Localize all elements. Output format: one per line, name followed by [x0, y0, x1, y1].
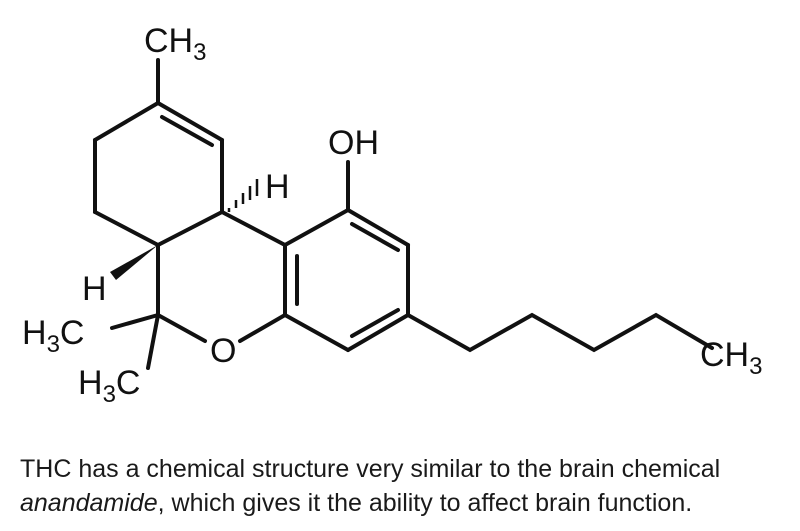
- hashed-wedge-bond: [227, 179, 259, 212]
- bond-ring3-e: [283, 313, 350, 352]
- label-methyl-left-2: H3C: [78, 364, 140, 408]
- label-ring-oxygen: O: [210, 332, 236, 370]
- bond-ring1-f: [93, 101, 160, 142]
- thc-structure-diagram: CH3 OH H H O H3C H3C CH3: [22, 22, 762, 408]
- label-methyl-left-1: H3C: [22, 314, 84, 358]
- bond-pentyl-chain: [406, 312, 714, 353]
- label-methyl-chain-end: CH3: [700, 336, 762, 380]
- solid-wedge-bond: [110, 245, 158, 280]
- label-h-upper: H: [265, 168, 290, 206]
- figure-caption: THC has a chemical structure very simila…: [20, 452, 780, 520]
- bond-ring3-b-inner: [350, 222, 400, 252]
- caption-line-1: THC has a chemical structure very simila…: [20, 455, 721, 483]
- bond-ring1-d: [93, 210, 160, 247]
- bond-ring2-a: [220, 210, 287, 247]
- bond-methyl-left-1: [110, 313, 160, 330]
- bond-ring3-d-inner: [350, 308, 400, 338]
- bond-ring1-a: [156, 101, 224, 142]
- bond-ring2-d: [156, 313, 207, 343]
- caption-line-2: anandamide, which gives it the ability t…: [20, 486, 780, 520]
- bond-ring2-c: [238, 313, 287, 343]
- bond-ring3-d: [346, 313, 410, 352]
- bond-ring1-c: [156, 210, 224, 247]
- bond-ring3-b: [346, 208, 410, 247]
- bond-ring3-a: [283, 208, 350, 247]
- bond-methyl-left-2: [146, 313, 160, 370]
- bond-ring1-double-inner: [160, 115, 214, 147]
- caption-italic-term: anandamide: [20, 489, 158, 517]
- caption-line-2-rest: , which gives it the ability to affect b…: [157, 489, 693, 517]
- label-hydroxyl: OH: [328, 124, 379, 162]
- label-methyl-top: CH3: [144, 22, 206, 66]
- label-h-lower: H: [82, 270, 107, 308]
